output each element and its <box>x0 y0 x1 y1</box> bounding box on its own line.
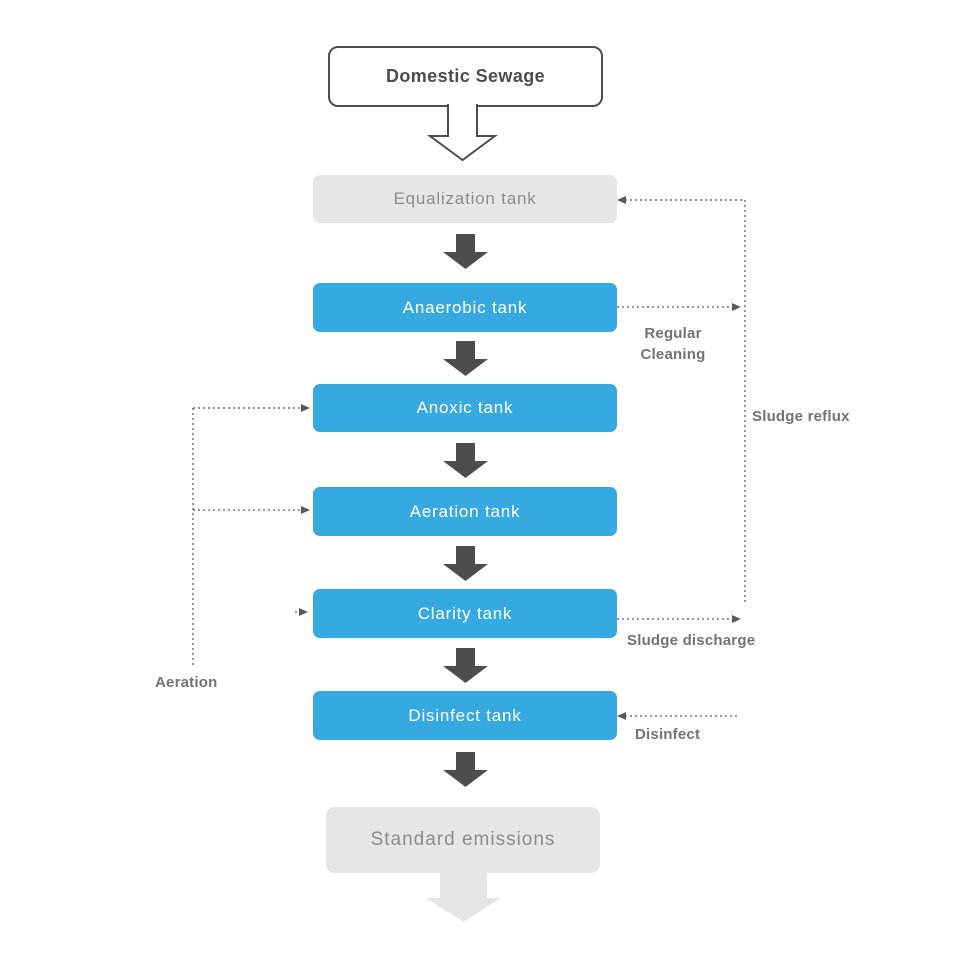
node-label: Equalization tank <box>393 189 537 208</box>
node-equalization-tank: Equalization tank <box>313 175 617 223</box>
emission-arrow-icon <box>426 870 501 922</box>
left-arrowhead-icon <box>617 712 626 720</box>
node-label: Domestic Sewage <box>385 66 546 86</box>
right-arrowhead-icon <box>299 608 308 616</box>
node-label: Anoxic tank <box>416 398 514 417</box>
node-standard-emissions: Standard emissions <box>326 807 600 873</box>
right-arrowhead-icon <box>301 506 310 514</box>
node-domestic-sewage: Domestic Sewage <box>328 46 603 107</box>
down-arrow-icon <box>443 234 488 269</box>
node-disinfect-tank: Disinfect tank <box>313 691 617 740</box>
right-arrowhead-icon <box>732 303 741 311</box>
label-aeration: Aeration <box>155 674 218 691</box>
left-arrowhead-icon <box>617 196 626 204</box>
label-sludge-reflux: Sludge reflux <box>752 408 850 425</box>
down-arrow-icon <box>443 443 488 478</box>
node-label: Standard emissions <box>370 829 556 850</box>
down-arrow-icon <box>443 341 488 376</box>
node-label: Aeration tank <box>409 501 521 521</box>
label-sludge-discharge: Sludge discharge <box>627 632 756 649</box>
down-arrow-icon <box>443 546 488 581</box>
down-arrow-icon <box>443 648 488 683</box>
node-anoxic-tank: Anoxic tank <box>313 384 617 432</box>
node-label: Clarity tank <box>417 603 513 623</box>
down-arrow-icon <box>443 752 488 787</box>
node-clarity-tank: Clarity tank <box>313 589 617 638</box>
node-anaerobic-tank: Anaerobic tank <box>313 283 617 332</box>
label-regular-cleaning: Regular Cleaning <box>640 325 706 363</box>
node-label: Anaerobic tank <box>402 297 528 317</box>
right-arrowhead-icon <box>732 615 741 623</box>
right-arrowhead-icon <box>301 404 310 412</box>
flow-start-arrow-icon <box>426 104 499 162</box>
node-label: Disinfect tank <box>408 705 522 725</box>
node-aeration-tank: Aeration tank <box>313 487 617 536</box>
label-disinfect: Disinfect <box>635 726 701 743</box>
